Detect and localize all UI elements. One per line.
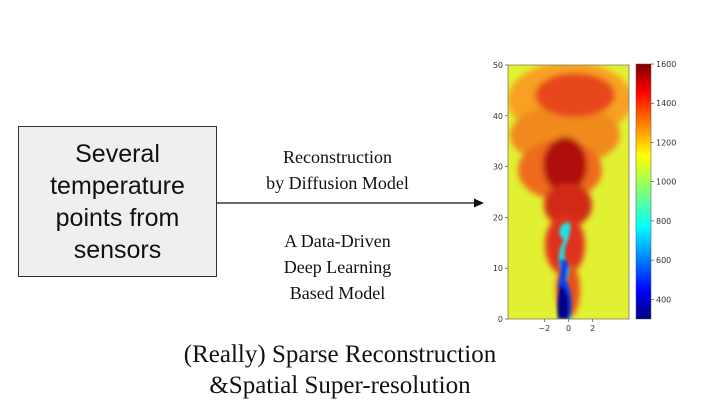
box-line: points from: [55, 203, 180, 232]
x-tick-label: 2: [590, 324, 595, 333]
sensor-input-box: Several temperature points from sensors: [18, 126, 217, 277]
caption-line: (Really) Sparse Reconstruction: [183, 341, 497, 368]
colorbar-axis: 400 600 800 1000 1200 1400 1600: [651, 60, 676, 304]
box-line: temperature: [50, 171, 185, 200]
colorbar-tick-label: 800: [656, 217, 671, 226]
model-label: A Data-Driven Deep Learning Based Model: [240, 228, 435, 306]
model-label-line: Based Model: [289, 283, 386, 303]
arrow-label-line: by Diffusion Model: [266, 173, 409, 193]
x-tick-label: −2: [538, 324, 550, 333]
box-line: Several: [75, 139, 160, 168]
y-tick-label: 30: [493, 163, 503, 172]
arrow-head-icon: [474, 198, 484, 208]
x-tick-label: 0: [566, 324, 571, 333]
colorbar-tick-label: 600: [656, 256, 671, 265]
y-axis: 0 10 20 30 40 50: [493, 61, 508, 324]
colorbar-tick-label: 1400: [656, 99, 676, 108]
colorbar-tick-label: 1200: [656, 138, 676, 147]
y-tick-label: 40: [493, 112, 503, 121]
temperature-heatmap: 0 10 20 30 40 50 −2 0 2 400 600 800 1000 1200 1400 16…: [493, 60, 677, 333]
arrow-label-line: Reconstruction: [283, 147, 392, 167]
model-label-line: Deep Learning: [283, 257, 392, 277]
colorbar-tick-label: 1600: [656, 60, 676, 69]
y-tick-label: 10: [493, 264, 503, 273]
caption-line: &Spatial Super-resolution: [209, 372, 471, 399]
model-label-line: A Data-Driven: [284, 231, 391, 251]
x-axis: −2 0 2: [538, 319, 595, 333]
arrow-label: Reconstruction by Diffusion Model: [240, 144, 435, 196]
caption: (Really) Sparse Reconstruction &Spatial …: [120, 339, 560, 401]
y-tick-label: 50: [493, 61, 503, 70]
y-tick-label: 0: [498, 315, 503, 324]
heatmap-field: [508, 65, 629, 319]
box-line: sensors: [73, 235, 162, 264]
y-tick-label: 20: [493, 213, 503, 222]
colorbar-tick-label: 400: [656, 295, 671, 304]
colorbar: [635, 63, 652, 320]
colorbar-tick-label: 1000: [656, 178, 676, 187]
